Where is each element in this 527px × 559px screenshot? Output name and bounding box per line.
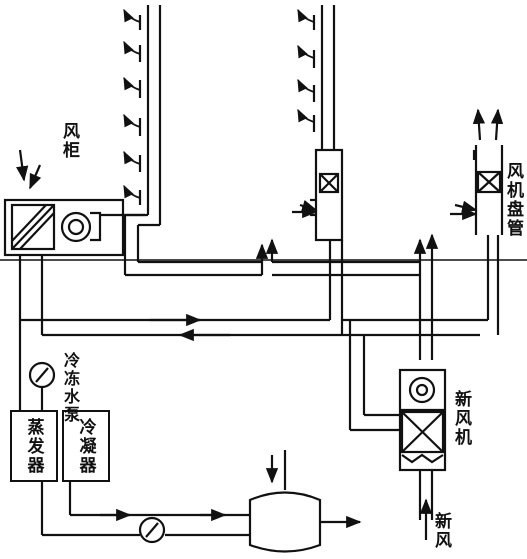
- chilled-pump-label: 冷冻水泵: [61, 352, 80, 424]
- chilled-water-pump: [28, 361, 56, 389]
- left-supply-duct: [123, 5, 162, 275]
- new-air-handling-unit: [398, 368, 447, 540]
- fan-coil-unit-center: [292, 148, 344, 242]
- fan-cabinet-unit: [3, 149, 145, 257]
- condenser-label: 冷凝器: [75, 417, 96, 475]
- fresh-air-label: 新风: [431, 512, 451, 550]
- cooling-tower: [248, 450, 362, 553]
- fan-coil-label: 风机盘管: [503, 162, 523, 238]
- fan-coil-unit-right: [450, 108, 504, 235]
- fan-cabinet-label: 风柜: [59, 122, 79, 160]
- center-supply-duct: [312, 5, 336, 150]
- center-diffuser-arrows: [297, 8, 315, 123]
- chilled-water-pipes: [18, 235, 500, 432]
- evaporator-label: 蒸发器: [23, 417, 44, 475]
- left-diffuser-arrows: [123, 8, 141, 199]
- new-air-unit-label: 新风机: [451, 390, 471, 447]
- condenser-box: 冷凝器: [62, 410, 110, 482]
- evaporator-box: 蒸发器: [10, 410, 58, 482]
- ceiling-supply-duct: [125, 233, 439, 360]
- condenser-water-loop: [40, 480, 250, 544]
